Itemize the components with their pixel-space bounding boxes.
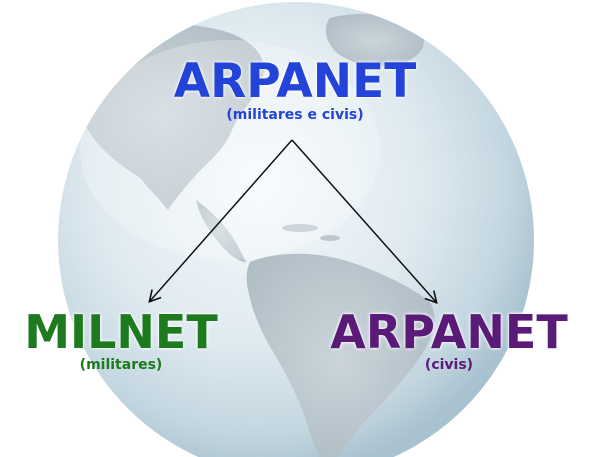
root-node: ARPANET (militares e civis) [155, 58, 435, 122]
arpanet-civis-node-subtitle: (civis) [424, 357, 474, 373]
milnet-node: MILNET (militares) [6, 309, 236, 372]
root-node-subtitle: (militares e civis) [226, 107, 364, 123]
root-node-title: ARPANET [173, 54, 417, 109]
arpanet-civis-node-title: ARPANET [330, 305, 568, 359]
milnet-node-subtitle: (militares) [79, 357, 163, 373]
milnet-node-title: MILNET [24, 305, 218, 359]
arpanet-civis-node: ARPANET (civis) [312, 309, 586, 372]
greenland-shape [325, 14, 424, 67]
south-america-shape [246, 253, 435, 457]
